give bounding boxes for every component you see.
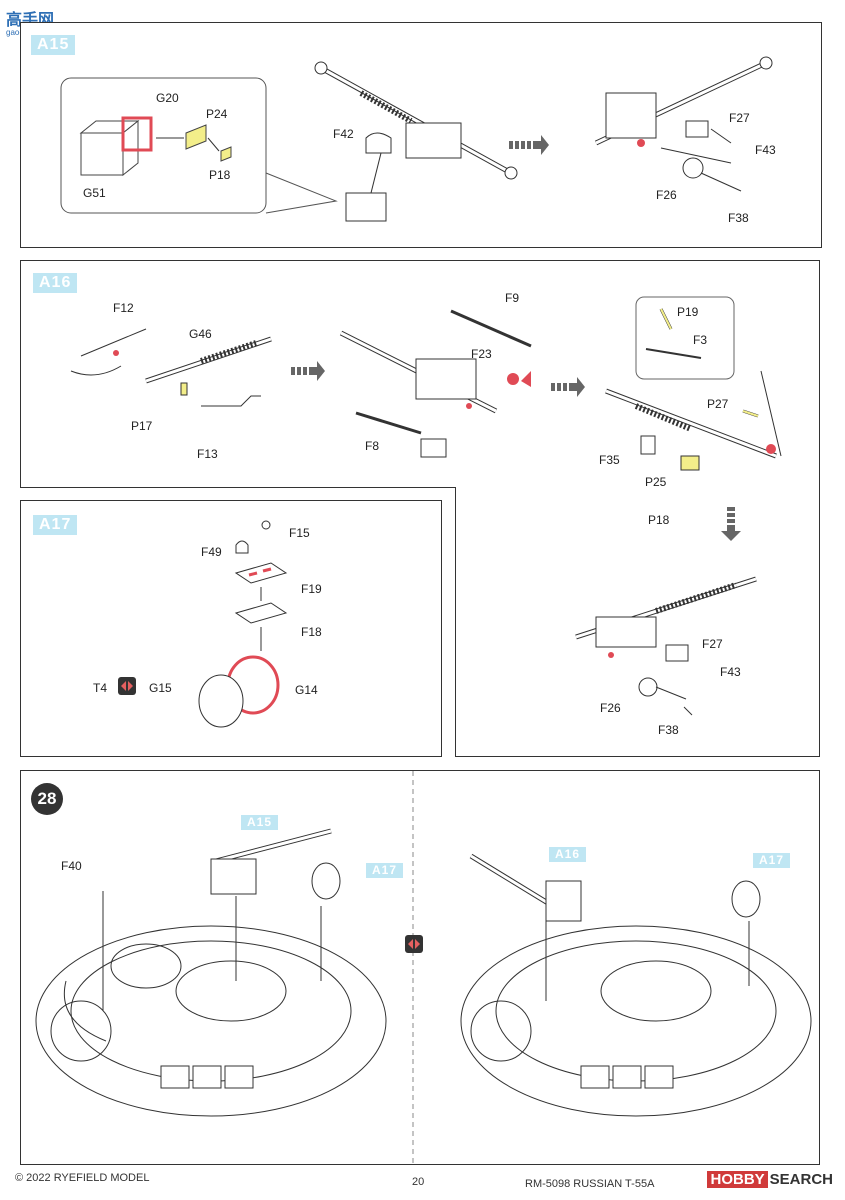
label-f42: F42 bbox=[333, 127, 354, 141]
label-f9: F9 bbox=[505, 291, 520, 305]
label-p25: P25 bbox=[645, 475, 667, 489]
label-g20: G20 bbox=[156, 91, 179, 105]
panel-a16-continued: P18 F27 F43 F26 F38 bbox=[455, 487, 820, 757]
brand-hobby: HOBBY bbox=[707, 1171, 768, 1188]
label-f38-a16: F38 bbox=[658, 723, 679, 737]
turret-left bbox=[35, 828, 387, 1117]
turret-right bbox=[460, 853, 812, 1117]
label-f27: F27 bbox=[729, 111, 750, 125]
arrow-a15 bbox=[509, 135, 549, 155]
label-f49: F49 bbox=[201, 545, 222, 559]
panel-a16: A16 bbox=[20, 260, 820, 489]
label-f23: F23 bbox=[471, 347, 492, 361]
label-p27: P27 bbox=[707, 397, 729, 411]
tag-a15-step28: A15 bbox=[241, 815, 279, 830]
label-g46: G46 bbox=[189, 327, 212, 341]
a17-illustration bbox=[118, 520, 288, 728]
label-p19: P19 bbox=[677, 305, 699, 319]
label-f26-a16: F26 bbox=[600, 701, 621, 715]
label-f15: F15 bbox=[289, 526, 310, 540]
label-p18: P18 bbox=[209, 168, 231, 182]
tag-a17-step28-right: A17 bbox=[753, 853, 791, 868]
label-g51: G51 bbox=[83, 186, 106, 200]
gun-assembly-a15-result bbox=[594, 56, 773, 192]
label-p17: P17 bbox=[131, 419, 153, 433]
section-tag-a17: A17 bbox=[33, 515, 78, 535]
label-p24: P24 bbox=[206, 107, 228, 121]
label-f12: F12 bbox=[113, 301, 134, 315]
label-f26: F26 bbox=[656, 188, 677, 202]
label-f38: F38 bbox=[728, 211, 749, 225]
tag-a17-step28-left: A17 bbox=[366, 863, 404, 878]
label-f13: F13 bbox=[197, 447, 218, 461]
label-f43: F43 bbox=[755, 143, 776, 157]
footer-product: RM-5098 RUSSIAN T-55A bbox=[525, 1178, 655, 1190]
label-f3: F3 bbox=[693, 333, 708, 347]
part-g51-box bbox=[79, 119, 140, 177]
part-g20-frame bbox=[121, 116, 153, 152]
turret-illustration bbox=[35, 771, 812, 1166]
label-g14: G14 bbox=[295, 683, 318, 697]
step-number-28: 28 bbox=[31, 783, 63, 815]
label-f40: F40 bbox=[61, 859, 82, 873]
a16-illustration bbox=[70, 296, 782, 471]
label-f43-a16: F43 bbox=[720, 665, 741, 679]
label-t4: T4 bbox=[93, 681, 108, 695]
brand-search: SEARCH bbox=[769, 1171, 833, 1188]
label-f27-a16: F27 bbox=[702, 637, 723, 651]
panel-a17: A17 F49 F15 F19 F18 T4 G15 G14 bbox=[20, 500, 442, 757]
footer-page-number: 20 bbox=[412, 1176, 425, 1188]
label-f8: F8 bbox=[365, 439, 380, 453]
panel-step-28: 28 A15 A17 A16 A17 F40 bbox=[20, 770, 820, 1166]
section-tag-a16: A16 bbox=[33, 273, 78, 293]
label-g15: G15 bbox=[149, 681, 172, 695]
footer-copyright: © 2022 RYEFIELD MODEL bbox=[15, 1172, 150, 1184]
a16-result-illustration bbox=[575, 507, 757, 716]
label-f18-a17: F18 bbox=[301, 625, 322, 639]
section-tag-a15: A15 bbox=[31, 35, 76, 55]
panel-a15: A15 bbox=[20, 22, 822, 248]
label-f19: F19 bbox=[301, 582, 322, 596]
a15-illustration bbox=[60, 56, 773, 222]
tag-a16-step28: A16 bbox=[549, 847, 587, 862]
gun-assembly-a15 bbox=[314, 61, 518, 222]
label-p18-a16: P18 bbox=[648, 513, 670, 527]
label-f35: F35 bbox=[599, 453, 620, 467]
